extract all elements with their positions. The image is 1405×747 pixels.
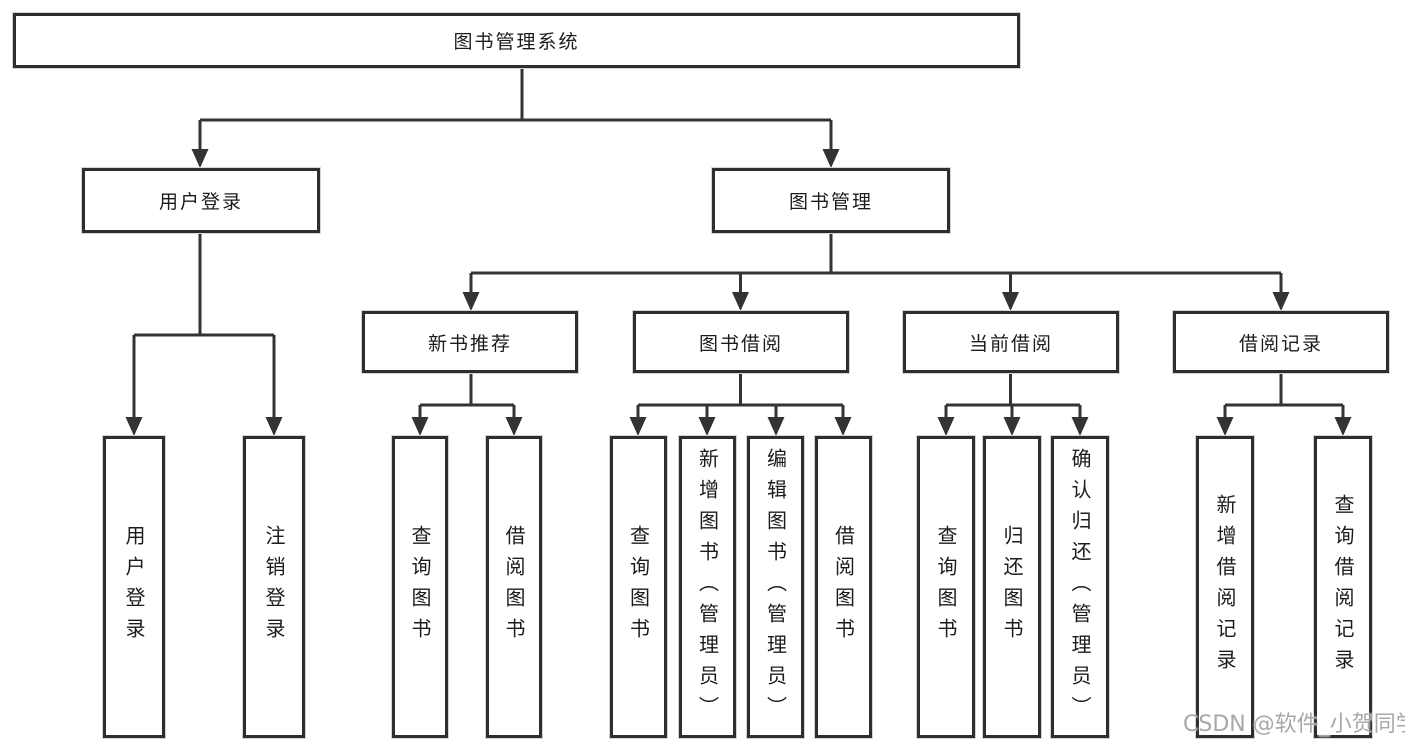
- node-leaf-return-books: 归还图书: [983, 436, 1041, 738]
- arrowhead-down-icon: [191, 149, 840, 168]
- connector-borrowrecord-to-leaves: [1223, 373, 1345, 420]
- node-label: 查询图书: [934, 525, 958, 649]
- node-leaf-user-login: 用户登录: [103, 436, 165, 738]
- node-root-library-system: 图书管理系统: [13, 13, 1020, 68]
- node-label: 查询图书: [626, 525, 651, 649]
- node-book-management-module: 图书管理: [712, 168, 950, 233]
- node-label: 查询图书: [408, 525, 432, 649]
- node-label: 查询借阅记录: [1331, 494, 1355, 680]
- node-label: 新增借阅记录: [1213, 494, 1237, 680]
- node-label: 借阅图书: [502, 525, 526, 649]
- arrowhead-down-icon: [125, 417, 1352, 436]
- node-borrow-record: 借阅记录: [1173, 311, 1389, 373]
- node-leaf-query-books: 查询图书: [392, 436, 448, 738]
- node-leaf-add-books-admin: 新增图书（管理员）: [679, 436, 736, 738]
- node-leaf-confirm-return-admin: 确认归还（管理员）: [1051, 436, 1109, 738]
- node-leaf-edit-books-admin: 编辑图书（管理员）: [747, 436, 804, 738]
- csdn-watermark: CSDN @软件_小贺同学: [1183, 712, 1405, 737]
- node-label: 图书借阅: [698, 332, 783, 355]
- node-label: 图书管理系统: [453, 31, 580, 53]
- node-label: 新书推荐: [427, 332, 512, 355]
- connector-root-to-level2: [198, 68, 833, 152]
- node-label: 用户登录: [122, 525, 146, 649]
- connector-newbook-to-leaves: [418, 373, 516, 420]
- node-label: 新增图书（管理员）: [695, 447, 720, 727]
- node-leaf-add-borrow-record: 新增借阅记录: [1196, 436, 1254, 738]
- node-new-book-recommend: 新书推荐: [362, 311, 578, 373]
- node-leaf-logout: 注销登录: [243, 436, 305, 738]
- node-leaf-query-books: 查询图书: [917, 436, 975, 738]
- node-label: 注销登录: [262, 525, 286, 649]
- node-label: 借阅记录: [1238, 332, 1323, 355]
- node-user-login-module: 用户登录: [82, 168, 320, 233]
- node-current-borrow: 当前借阅: [903, 311, 1119, 373]
- connector-bookborrow-to-leaves: [636, 373, 845, 420]
- connector-userlogin-to-leaves: [132, 233, 276, 420]
- node-label: 借阅图书: [831, 525, 856, 649]
- connector-currentborrow-to-leaves: [944, 373, 1082, 420]
- node-label: 归还图书: [1000, 525, 1024, 649]
- node-label: 当前借阅: [968, 332, 1053, 355]
- node-book-borrow: 图书借阅: [633, 311, 849, 373]
- connector-bookmgmt-to-level3: [469, 233, 1283, 295]
- node-label: 编辑图书（管理员）: [763, 447, 788, 727]
- node-label: 图书管理: [788, 191, 873, 213]
- node-leaf-borrow-books: 借阅图书: [486, 436, 542, 738]
- arrowhead-down-icon: [462, 292, 1290, 311]
- node-leaf-query-borrow-record: 查询借阅记录: [1314, 436, 1372, 738]
- node-leaf-borrow-books: 借阅图书: [815, 436, 872, 738]
- node-label: 用户登录: [158, 191, 243, 213]
- node-leaf-query-books: 查询图书: [610, 436, 667, 738]
- node-label: 确认归还（管理员）: [1068, 447, 1092, 727]
